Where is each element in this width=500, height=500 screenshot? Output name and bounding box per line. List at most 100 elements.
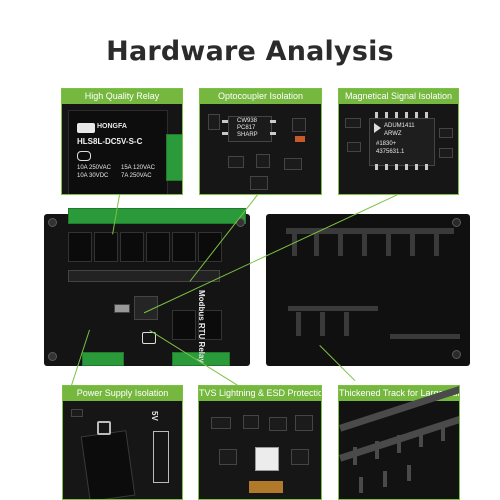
terminal-block [166,134,182,181]
relay-rating-1: 10A 250VAC [77,165,111,171]
transistor [228,156,244,168]
crystal [114,304,130,313]
optocoupler-closeup: CW938 PC817 SHARP [200,104,321,194]
relay-board-back [266,214,470,366]
chip-pin [222,132,228,135]
relay-rating-2: 10A 30VDC [77,173,109,179]
relay [198,232,222,262]
component [250,176,268,190]
chip-pin [415,112,418,118]
chip-marking: CW938 [237,118,258,124]
relay [68,232,92,262]
copper-trace [362,234,367,256]
callout-label: Power Supply Isolation [63,386,182,401]
copper-trace [419,429,423,447]
chip-pin [222,120,228,123]
component [269,417,287,431]
chip-pin [405,164,408,170]
relay-rating-3: 15A 120VAC [121,165,155,171]
callout-label: TVS Lightning & ESD Protection [199,386,321,401]
chip-pin [270,132,276,135]
chip-marking: 4375631.1 [376,149,405,155]
copper-trace [386,234,391,256]
silk-outline [153,431,169,483]
relay [94,232,118,262]
component [71,409,83,417]
component [256,154,270,168]
page-title: Hardware Analysis [106,36,394,67]
top-terminal-block [68,208,246,224]
component [292,118,306,132]
copper-trace [397,435,401,453]
copper-trace [314,234,319,256]
power-terminal-block [82,352,124,366]
component [243,415,259,429]
isolator-chip: ADUM1411 ARWZ #1830+ 4375631.1 [369,118,435,166]
tvs-closeup [199,401,321,499]
component [208,114,220,130]
isolated-dcdc-module [80,430,136,499]
relay-rating-4: 7A 250VAC [121,173,152,179]
relay-brand: HONGFA [97,123,127,130]
isolator-closeup: ADUM1411 ARWZ #1830+ 4375631.1 [339,104,458,194]
mount-hole [452,218,461,227]
copper-trace [359,477,363,493]
relay [120,232,144,262]
capacitor [345,118,361,128]
pad [97,421,111,435]
component [211,417,231,429]
chip-marking: #1830+ [376,141,397,147]
relay [172,310,196,340]
hongfa-logo [77,123,95,133]
relay-closeup: HONGFA HLS8L-DC5V-S-C 10A 250VAC 10A 30V… [62,104,182,194]
bottom-terminal-block [172,352,230,366]
callout-label: Optocoupler Isolation [200,89,321,104]
chip-pin [405,112,408,118]
chip-pin [425,112,428,118]
copper-trace [296,312,301,336]
callout-isolator-panel: Magnetical Signal Isolation ADUM1411 ARW… [338,88,459,195]
callout-power-panel: Power Supply Isolation 5V [62,385,183,500]
relay-board-front: Modbus RTU Relay [44,208,250,366]
copper-trace [410,234,415,256]
component [219,449,237,465]
component [291,449,309,465]
component [295,415,313,431]
copper-trace [288,306,378,311]
capacitor [439,148,453,158]
copper-trace [344,312,349,336]
mount-hole [48,352,57,361]
power-isolation-closeup: 5V [63,401,182,499]
callout-relay-panel: High Quality Relay HONGFA HLS8L-DC5V-S-C… [61,88,183,195]
chip-marking: SHARP [237,132,258,138]
chip-pin [395,112,398,118]
copper-trace [353,447,357,465]
chip-pin [375,164,378,170]
copper-pad [249,481,283,493]
mount-hole [48,218,57,227]
relay [172,232,196,262]
resistor [295,136,305,142]
chip-pin [270,120,276,123]
copper-trace [390,334,460,339]
waveshare-logo [142,332,156,344]
certification-mark-icon [77,151,91,161]
relay-body: HONGFA HLS8L-DC5V-S-C 10A 250VAC 10A 30V… [68,110,168,194]
board-side-text: Modbus RTU Relay [197,290,206,363]
chip-marking: ADUM1411 [384,123,415,129]
copper-trace [292,234,297,256]
copper-trace [434,234,439,256]
chip-pin [415,164,418,170]
analog-devices-logo [374,123,381,133]
relay [146,232,170,262]
tvs-diode [255,447,279,471]
chip-pin [385,112,388,118]
callout-tvs-panel: TVS Lightning & ESD Protection [198,385,322,500]
chip-marking: PC817 [237,125,256,131]
copper-trace [441,423,445,441]
copper-trace [375,441,379,459]
callout-opto-panel: Optocoupler Isolation CW938 PC817 SHARP [199,88,322,195]
chip-pin [375,112,378,118]
capacitor [347,142,361,152]
optocoupler-chip: CW938 PC817 SHARP [228,116,272,142]
